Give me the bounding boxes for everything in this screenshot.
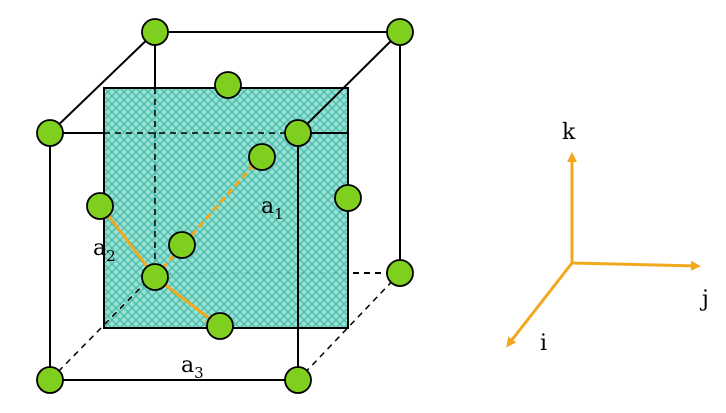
atom	[206, 312, 234, 340]
atom	[386, 259, 414, 287]
atom	[386, 18, 414, 46]
axis-k-label: k	[562, 120, 576, 145]
atom	[86, 192, 114, 220]
atom	[36, 366, 64, 394]
axis-i-arrow	[506, 262, 574, 348]
vector-a3-label: a3	[181, 353, 204, 382]
vector-a2-arrow	[102, 207, 157, 278]
atom	[334, 184, 362, 212]
atom	[284, 119, 312, 147]
vector-a1-arrow	[153, 159, 258, 278]
axis-j-arrow	[571, 260, 701, 271]
axis-i-label: i	[540, 331, 547, 356]
atom	[168, 231, 196, 259]
vector-a2-label: a2	[93, 236, 116, 265]
atom	[141, 263, 169, 291]
coordinate-axes	[506, 152, 701, 348]
atom	[284, 366, 312, 394]
atom	[141, 18, 169, 46]
atom	[248, 143, 276, 171]
axis-j-label: j	[699, 287, 709, 312]
atom	[36, 119, 64, 147]
atom	[214, 71, 242, 99]
vector-a1-label: a1	[261, 194, 284, 223]
hatched-plane	[104, 88, 348, 328]
atoms	[36, 18, 414, 394]
